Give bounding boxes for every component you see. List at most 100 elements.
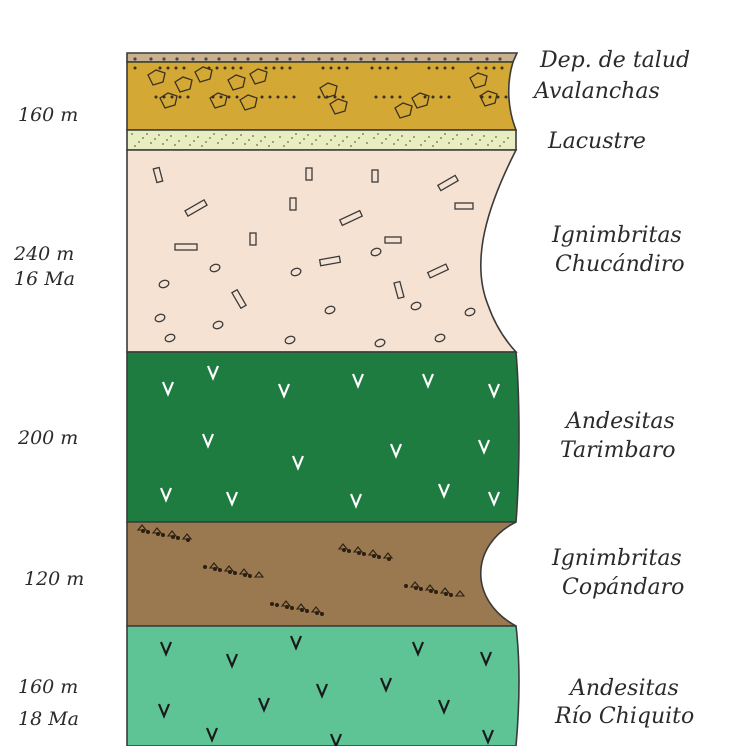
lacustre-dot <box>225 134 227 136</box>
lacustre-dot <box>338 144 340 146</box>
lacustre-dot <box>362 133 364 135</box>
clast-dot <box>146 530 150 534</box>
gravel-mark <box>233 57 236 60</box>
lacustre-dot <box>260 140 262 142</box>
lacustre-dot <box>413 136 415 138</box>
breccia-dot <box>371 67 374 70</box>
gravel-mark <box>133 57 136 60</box>
lacustre-dot <box>299 142 301 144</box>
lacustre-dot <box>283 145 285 147</box>
thickness-label-copandaro: 120 m <box>24 567 84 592</box>
lacustre-dot <box>185 135 187 137</box>
breccia-dot <box>216 67 219 70</box>
lacustre-dot <box>424 140 426 142</box>
unit-label-riochiquito-line2: Río Chiquito <box>555 703 694 731</box>
clast-dot <box>372 554 376 558</box>
gravel-mark <box>217 57 220 60</box>
lacustre-dot <box>503 141 505 143</box>
clast-dot <box>444 592 448 596</box>
gravel-mark <box>359 57 362 60</box>
lacustre-dot <box>373 137 375 139</box>
lacustre-dot <box>381 142 383 144</box>
layer-tarimbaro <box>127 352 519 522</box>
breccia-dot <box>212 96 215 99</box>
layer-lacustre <box>127 130 516 150</box>
clast-dot <box>243 573 247 577</box>
lacustre-dot <box>236 138 238 140</box>
lacustre-dot <box>393 143 395 145</box>
lacustre-dot <box>456 134 458 136</box>
breccia-dot <box>179 96 182 99</box>
clast-dot <box>203 565 207 569</box>
lacustre-dot <box>158 134 160 136</box>
clast-dot <box>300 608 304 612</box>
gravel-mark <box>288 57 291 60</box>
lacustre-dot <box>326 143 328 145</box>
lacustre-dot <box>256 144 258 146</box>
unit-label-riochiquito-line1: Andesitas <box>570 675 679 703</box>
breccia-dot <box>395 67 398 70</box>
breccia-dot <box>489 96 492 99</box>
breccia-dot <box>224 67 227 70</box>
lacustre-dot <box>232 142 234 144</box>
lacustre-dot <box>213 133 215 135</box>
lacustre-dot <box>350 145 352 147</box>
breccia-dot <box>265 67 268 70</box>
breccia-dot <box>379 67 382 70</box>
lacustre-dot <box>197 136 199 138</box>
lacustre-dot <box>193 140 195 142</box>
lacustre-dot <box>467 138 469 140</box>
breccia-dot <box>277 96 280 99</box>
breccia-dot <box>391 96 394 99</box>
lacustre-dot <box>287 141 289 143</box>
lacustre-dot <box>303 138 305 140</box>
clast-dot <box>141 529 145 533</box>
breccia-dot <box>383 96 386 99</box>
lacustre-dot <box>264 136 266 138</box>
lacustre-dot <box>428 136 430 138</box>
breccia-dot <box>334 96 337 99</box>
clast-dot <box>315 611 319 615</box>
breccia-dot <box>452 67 455 70</box>
breccia-dot <box>175 67 178 70</box>
gravel-mark <box>456 57 459 60</box>
breccia-dot <box>444 67 447 70</box>
lacustre-dot <box>166 139 168 141</box>
lacustre-dot <box>252 135 254 137</box>
lacustre-dot <box>244 143 246 145</box>
gravel-mark <box>259 57 262 60</box>
lacustre-dot <box>268 145 270 147</box>
clast-dot <box>377 555 381 559</box>
layer-rio-chiquito <box>127 626 519 746</box>
breccia-dot <box>269 96 272 99</box>
breccia-dot <box>436 67 439 70</box>
clast-dot <box>362 552 366 556</box>
breccia-dot <box>232 67 235 70</box>
lacustre-dot <box>444 133 446 135</box>
lacustre-dot <box>315 139 317 141</box>
gravel-mark <box>246 57 249 60</box>
lacustre-dot <box>240 134 242 136</box>
lacustre-dot <box>154 138 156 140</box>
breccia-dot <box>387 67 390 70</box>
breccia-dot <box>432 96 435 99</box>
breccia-dot <box>342 96 345 99</box>
lacustre-dot <box>170 135 172 137</box>
clast-dot <box>419 587 423 591</box>
lacustre-dot <box>295 133 297 135</box>
clast-dot <box>218 568 222 572</box>
clast-dot <box>270 602 274 606</box>
breccia-dot <box>187 96 190 99</box>
clast-dot <box>290 606 294 610</box>
gravel-mark <box>498 57 501 60</box>
lacustre-dot <box>150 142 152 144</box>
breccia-dot <box>163 96 166 99</box>
clast-dot <box>285 605 289 609</box>
unit-label-talud: Dep. de talud <box>540 47 690 75</box>
clast-dot <box>320 612 324 616</box>
clast-dot <box>449 593 453 597</box>
breccia-dot <box>318 96 321 99</box>
unit-label-chucandiro-line2: Chucándiro <box>555 251 685 279</box>
lacustre-dot <box>448 142 450 144</box>
gravel-mark <box>485 57 488 60</box>
